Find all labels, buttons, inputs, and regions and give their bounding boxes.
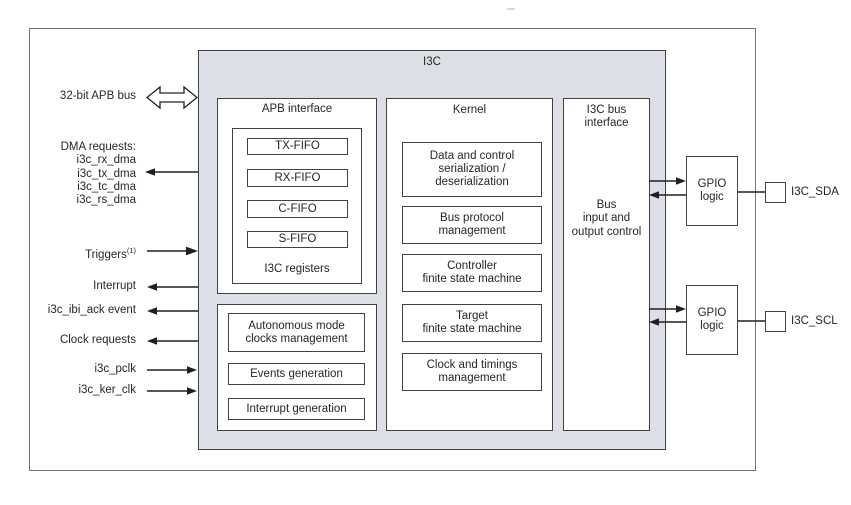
bus-interface-body: Bus input and output control	[571, 199, 642, 238]
kernel-title: Kernel	[452, 104, 487, 116]
label-apb-bus: 32-bit APB bus	[59, 90, 136, 102]
apb-interface-title: APB interface	[261, 103, 333, 115]
label-pclk: i3c_pclk	[94, 363, 136, 375]
rx-fifo-box: RX-FIFO	[247, 169, 348, 187]
bus-protocol-box: Bus protocol management	[402, 206, 542, 244]
events-generation-box: Events generation	[228, 363, 365, 385]
outer-boundary	[29, 28, 756, 471]
label-dma-requests: DMA requests:	[60, 141, 136, 153]
label-ker-clk: i3c_ker_clk	[78, 384, 136, 396]
pin-label-scl: I3C_SCL	[791, 315, 838, 327]
interrupt-generation-box: Interrupt generation	[228, 398, 365, 420]
c-fifo-box: C-FIFO	[247, 200, 348, 218]
label-triggers: Triggers(1)	[0, 244, 136, 262]
triggers-footnote: (1)	[126, 246, 136, 255]
gpio-logic-box-scl: GPIO logic	[686, 285, 738, 355]
gpio-logic-box-sda: GPIO logic	[686, 156, 738, 226]
tx-fifo-box: TX-FIFO	[247, 138, 348, 155]
pin-i3c-scl	[765, 311, 786, 332]
label-interrupt: Interrupt	[93, 280, 136, 292]
autonomous-clocks-box: Autonomous mode clocks management	[228, 313, 365, 352]
controller-fsm-box: Controller finite state machine	[402, 254, 542, 292]
clock-timings-box: Clock and timings management	[402, 353, 542, 391]
label-i3c-tc-dma: i3c_tc_dma	[77, 181, 136, 193]
label-i3c-rx-dma: i3c_rx_dma	[76, 154, 136, 166]
pin-label-sda: I3C_SDA	[791, 186, 839, 198]
s-fifo-box: S-FIFO	[247, 231, 348, 248]
i3c-registers-label: I3C registers	[264, 263, 330, 275]
label-i3c-rs-dma: i3c_rs_dma	[76, 194, 136, 206]
triggers-text: Triggers	[85, 248, 127, 261]
label-clock-requests: Clock requests	[59, 334, 136, 346]
label-ibi-ack: i3c_ibi_ack event	[47, 304, 136, 316]
bus-interface-box	[563, 98, 650, 431]
target-fsm-box: Target finite state machine	[402, 304, 542, 342]
bus-interface-title: I3C bus interface	[584, 104, 629, 130]
page-smudge	[507, 8, 515, 10]
pin-i3c-sda	[765, 182, 786, 203]
i3c-block-title: I3C	[423, 56, 441, 68]
label-i3c-tx-dma: i3c_tx_dma	[77, 168, 136, 180]
serialization-box: Data and control serialization / deseria…	[402, 142, 542, 197]
